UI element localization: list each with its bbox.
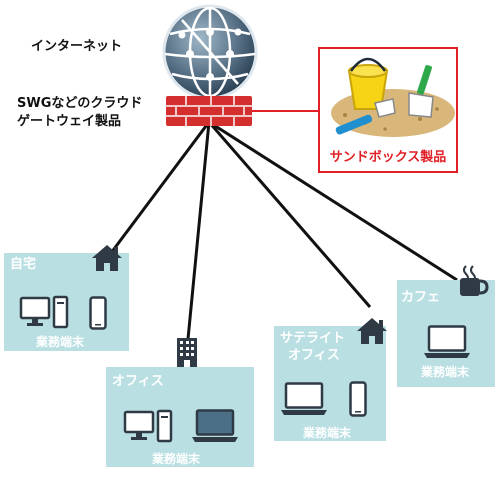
line-to-cafe	[208, 120, 458, 282]
laptop-icon	[281, 382, 327, 415]
swg-label-line1: SWGなどのクラウド	[17, 96, 143, 111]
swg-label-line2: ゲートウェイ製品	[17, 114, 122, 129]
sandbox-bucket-icon	[331, 57, 455, 137]
internet-label: インターネット	[31, 39, 123, 54]
smartphone-icon	[89, 296, 107, 330]
globe-icon	[162, 4, 258, 100]
laptop-icon	[192, 409, 238, 442]
house-icon	[357, 318, 387, 344]
line-to-home	[109, 121, 211, 254]
sandbox-product-label: サンドボックス製品	[329, 150, 447, 165]
home-device-label: 業務端末	[36, 335, 85, 349]
smartphone-icon	[349, 381, 367, 417]
desktop-pc-icon	[123, 409, 173, 443]
cafe-device-label: 業務端末	[421, 365, 470, 379]
line-to-satellite	[207, 121, 372, 308]
office-device-label: 業務端末	[152, 452, 201, 466]
cafe-title: カフェ	[401, 290, 441, 305]
desktop-pc-icon	[19, 295, 69, 329]
satellite-title-line2: オフィス	[288, 348, 340, 363]
office-title: オフィス	[112, 374, 164, 389]
house-icon	[92, 245, 122, 271]
satellite-title-line1: サテライト	[280, 331, 346, 346]
firewall-brick-icon	[166, 96, 252, 126]
laptop-icon	[424, 325, 470, 358]
office-building-icon	[177, 338, 197, 367]
satellite-device-label: 業務端末	[303, 426, 352, 440]
sandbox-product-box: サンドボックス製品	[318, 47, 458, 173]
line-to-office	[186, 121, 211, 340]
coffee-cup-icon	[460, 265, 489, 296]
home-title: 自宅	[10, 257, 37, 272]
